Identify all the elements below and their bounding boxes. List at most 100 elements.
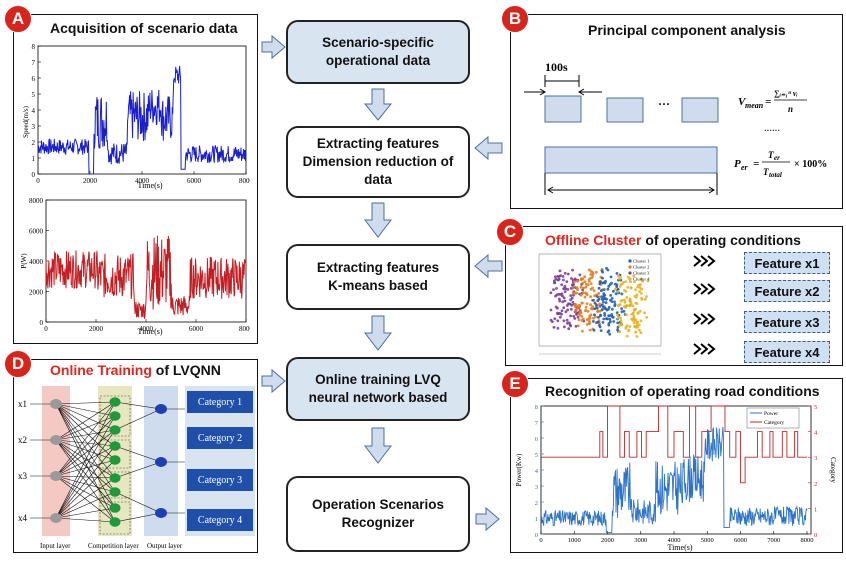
scatter-point	[573, 280, 576, 284]
scatter-point	[576, 315, 580, 319]
competition-node	[109, 425, 121, 435]
scatter-point	[579, 285, 583, 289]
scatter-point	[623, 300, 627, 304]
input-x3: x3	[18, 471, 28, 481]
scatter-point	[593, 301, 597, 305]
e-xtick-label: 6000	[734, 537, 747, 544]
scatter-point	[576, 324, 580, 328]
scatter-point	[605, 266, 608, 270]
scatter-point	[589, 270, 593, 273]
scatter-point	[641, 279, 644, 283]
scatter-point	[575, 307, 579, 311]
scatter-point	[572, 314, 576, 318]
scatter-point	[613, 304, 617, 308]
scatter-point	[614, 292, 618, 296]
scatter-point	[562, 296, 566, 300]
svg-text:T: T	[768, 150, 774, 160]
scatter-point	[563, 299, 567, 303]
scatter-point	[600, 297, 604, 301]
nn-connection	[114, 512, 162, 523]
scatter-point	[556, 275, 560, 278]
e-ytick-left-label: 1	[535, 516, 538, 523]
scatter-point	[618, 324, 621, 328]
scatter-point	[593, 307, 597, 311]
scatter-point	[619, 319, 623, 322]
speed-ytick-label: 2	[32, 139, 36, 147]
scatter-point	[571, 268, 574, 272]
panel-b-title: Principal component analysis	[588, 22, 786, 38]
nn-connection	[114, 491, 162, 514]
e-xtick-label: 0	[539, 537, 542, 544]
power-xtick-label: 6000	[189, 325, 204, 333]
formula-dots: ······	[764, 126, 780, 135]
legend-cluster-1: Cluster 1	[633, 259, 649, 264]
scatter-point	[619, 282, 623, 286]
competition-node	[109, 411, 121, 421]
scatter-point	[600, 269, 604, 272]
scatter-point	[574, 310, 577, 313]
scatter-point	[590, 276, 594, 279]
nn-connection	[55, 429, 116, 441]
scatter-point	[564, 310, 568, 314]
nn-connection	[55, 507, 116, 519]
e-xtick-label: 8000	[801, 537, 814, 544]
scatter-point	[610, 313, 614, 316]
e-ytick-left-label: 5	[535, 452, 538, 459]
cluster-legend: Cluster 1 Cluster 2 Cluster 3 Cluster 4	[628, 259, 650, 282]
flow-box-5-line-1: Operation Scenarios	[311, 496, 445, 512]
nn-connection	[55, 459, 116, 477]
flow-box-1-line-2: operational data	[325, 53, 431, 68]
panel-c-title-rest: of operating conditions	[641, 232, 801, 248]
scatter-point	[563, 325, 566, 329]
panel-c-title: Offline Cluster of operating conditions	[545, 232, 801, 248]
nn-connection	[55, 415, 116, 519]
scatter-point	[608, 283, 612, 286]
scatter-point	[570, 277, 573, 280]
nn-connection	[55, 401, 116, 441]
svg-text:mean: mean	[745, 101, 764, 110]
panel-c-title-highlight: Offline Cluster	[545, 232, 642, 248]
scatter-point	[640, 292, 643, 295]
scatter-point	[632, 309, 636, 312]
scatter-point	[563, 271, 567, 275]
scatter-point	[588, 321, 591, 325]
scatter-point	[639, 319, 643, 323]
e-xtick-label: 1000	[568, 537, 581, 544]
arrow-d-to-flow	[261, 368, 286, 394]
scatter-point	[549, 308, 553, 312]
scatter-point	[595, 306, 599, 310]
panel-e-title: Recognition of operating road conditions	[545, 383, 820, 399]
arrow-b-to-flow	[474, 135, 503, 161]
lvqnn-network: x1 x2 x3 x4 Input layer Competition laye…	[18, 386, 186, 550]
scatter-point	[574, 291, 577, 295]
scatter-point	[566, 272, 570, 276]
competition-node	[109, 455, 121, 465]
scatter-point	[603, 293, 607, 297]
scatter-point	[611, 315, 614, 319]
scatter-point	[560, 292, 564, 296]
scatter-point	[575, 286, 579, 290]
scatter-point	[616, 321, 620, 325]
nn-connection	[55, 403, 116, 509]
nn-connection	[55, 477, 116, 519]
competition-node	[109, 397, 121, 407]
scatter-point	[573, 317, 577, 320]
scatter-point	[616, 328, 619, 332]
scatter-point	[581, 277, 585, 281]
arrow-c-to-flow	[474, 253, 503, 279]
nn-connection	[55, 403, 116, 447]
chevron-icon	[693, 255, 702, 267]
power-ytick-label: 6000	[29, 228, 44, 236]
scatter-point	[627, 328, 631, 332]
feature-x1: Feature x1	[744, 252, 830, 274]
competition-node	[109, 473, 121, 483]
window-dots: ···	[658, 97, 670, 111]
arrow-a-to-flow	[261, 34, 286, 60]
scatter-point	[568, 323, 572, 327]
nn-connection	[55, 445, 116, 477]
e-xtick-label: 3000	[634, 537, 647, 544]
